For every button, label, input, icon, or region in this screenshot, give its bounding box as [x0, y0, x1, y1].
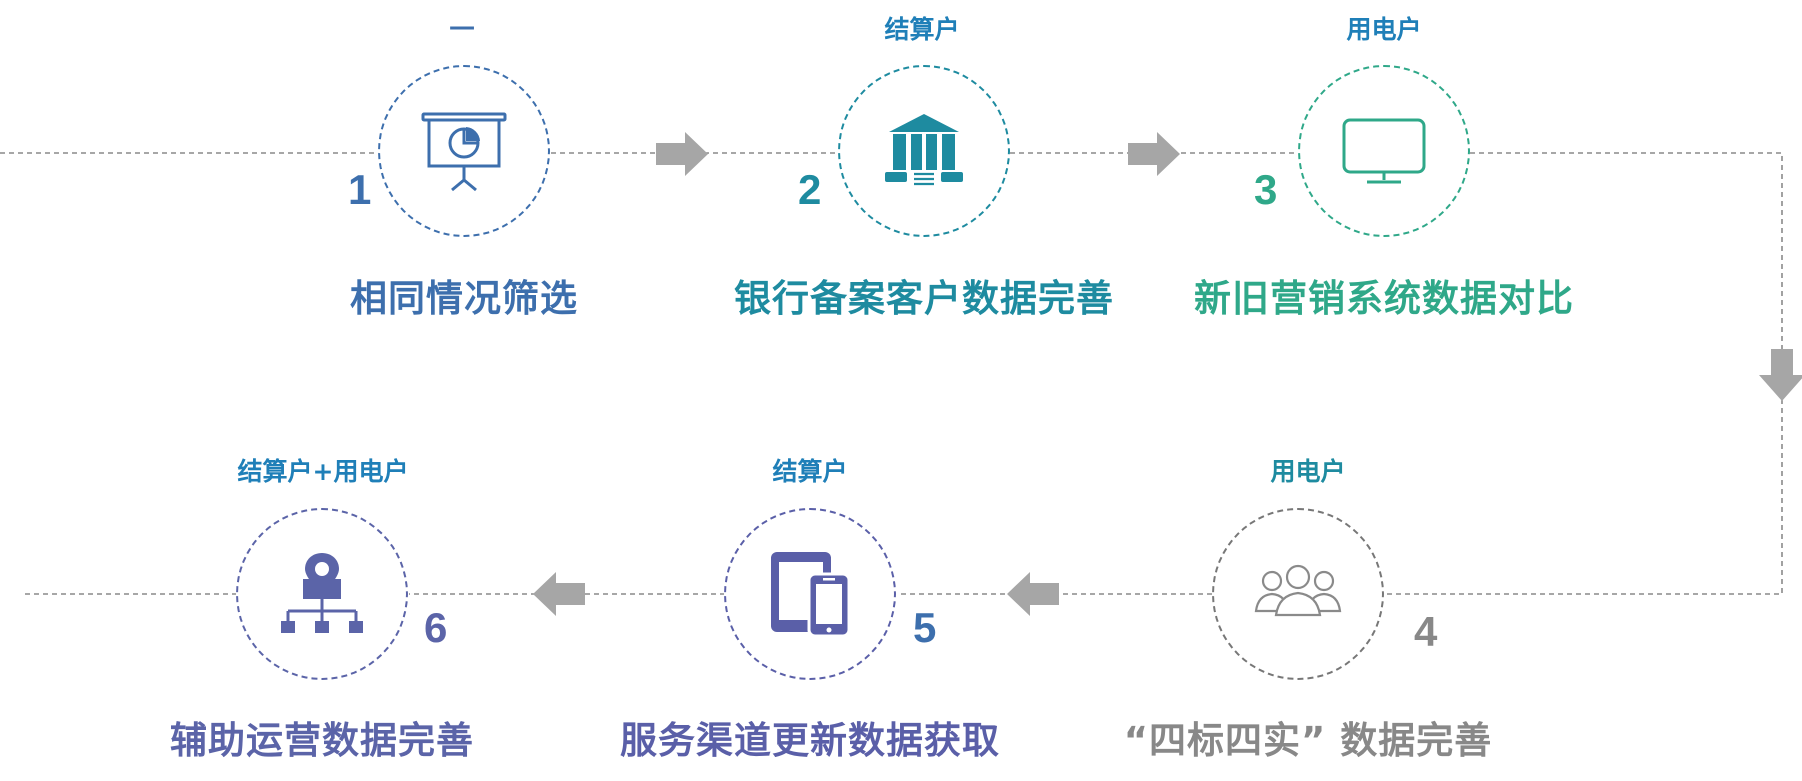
arrow-left-icon [1007, 572, 1059, 616]
step-6-tag: 结算户+用电户 [237, 457, 409, 486]
location-hierarchy-icon [281, 553, 363, 633]
step-3-number: 3 [1254, 166, 1278, 213]
step-5-circle [724, 508, 896, 680]
step-3-tag: 用电户 [1346, 15, 1422, 44]
step-2-circle [838, 65, 1010, 237]
monitor-icon [1342, 118, 1426, 184]
step-1-tag: 一 [449, 15, 475, 44]
arrow-right-icon [1128, 132, 1180, 176]
step-4-tag: 用电户 [1270, 457, 1346, 486]
step-5-tag: 结算户 [772, 457, 848, 486]
step-6-number: 6 [424, 604, 448, 651]
arrow-left-icon [533, 572, 585, 616]
step-4-circle [1212, 508, 1384, 680]
arrow-down-icon [1759, 349, 1802, 401]
mobile-devices-icon [771, 552, 851, 638]
step-6-title: 辅助运营数据完善 [170, 719, 474, 762]
step-1-circle [378, 65, 550, 237]
step-1-title: 相同情况筛选 [350, 277, 578, 320]
step-2-title: 银行备案客户数据完善 [734, 277, 1114, 320]
step-3-circle [1298, 65, 1470, 237]
connector-line [1384, 152, 1783, 595]
user-group-icon [1254, 564, 1342, 617]
step-1-number: 1 [348, 166, 372, 213]
step-2-number: 2 [798, 166, 822, 213]
bank-icon [885, 114, 963, 186]
arrow-right-icon [656, 132, 708, 176]
step-5-title: 服务渠道更新数据获取 [620, 719, 1000, 762]
step-3-title: 新旧营销系统数据对比 [1194, 277, 1574, 320]
step-6-circle [236, 508, 408, 680]
step-5-number: 5 [913, 604, 937, 651]
step-2-tag: 结算户 [884, 15, 960, 44]
presentation-chart-icon [421, 112, 507, 192]
step-4-number: 4 [1414, 608, 1438, 655]
step-4-title: “四标四实” 数据完善 [1123, 719, 1493, 762]
